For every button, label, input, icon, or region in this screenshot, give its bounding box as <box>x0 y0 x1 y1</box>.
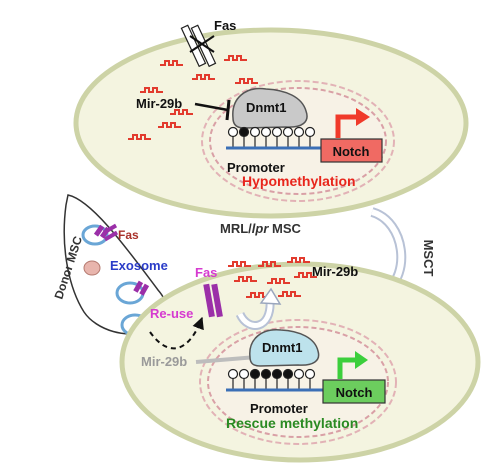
dnmt1-label-bottom: Dnmt1 <box>262 340 302 355</box>
cpg-site-top-unmethylated <box>271 126 283 138</box>
mrl-lpr-msc-label: MRL/lpr MSC <box>220 221 302 236</box>
fas-label-top: Fas <box>214 18 236 33</box>
mir29b-label-bottom-left: Mir-29b <box>141 354 187 369</box>
promoter-label-bottom: Promoter <box>250 401 308 416</box>
cpg-site-bottom-methylated <box>271 368 283 380</box>
cpg-site-bottom-unmethylated <box>304 368 316 380</box>
hypomethylation-label: Hypomethylation <box>242 173 356 189</box>
msct-label: MSCT <box>421 240 436 277</box>
transcription-arrow-bottom <box>337 357 356 379</box>
dnmt1-protein-top <box>232 87 308 129</box>
notch-label-bottom: Notch <box>336 385 373 400</box>
cpg-site-bottom-unmethylated <box>293 368 305 380</box>
cpg-site-top-unmethylated <box>260 126 272 138</box>
dnmt1-protein-bottom <box>249 329 320 367</box>
dnmt1-label-top: Dnmt1 <box>246 100 286 115</box>
notch-box-bottom <box>322 379 386 404</box>
notch-box-top <box>320 138 383 163</box>
donor-nucleus <box>83 260 101 276</box>
reuse-arrow <box>235 287 282 330</box>
reuse-label: Re-use <box>150 306 193 321</box>
fas-receptor-icon-bottom <box>203 283 223 318</box>
cpg-site-bottom-methylated <box>282 368 294 380</box>
transcription-arrow-top <box>335 114 357 138</box>
fas-icon-donor <box>102 223 119 242</box>
fas-label-donor: Fas <box>118 228 139 242</box>
cpg-site-bottom-methylated <box>249 368 261 380</box>
cpg-site-top-unmethylated <box>304 126 316 138</box>
promoter-label-top: Promoter <box>227 160 285 175</box>
bottom-nucleus-outer <box>199 319 397 445</box>
top-nucleus-outer <box>201 80 395 202</box>
fas-label-bottom: Fas <box>195 265 217 280</box>
cpg-site-bottom-unmethylated <box>227 368 239 380</box>
cpg-site-bottom-methylated <box>260 368 272 380</box>
cpg-site-bottom-unmethylated <box>238 368 250 380</box>
transcription-arrowhead-top <box>356 108 370 126</box>
exosome-label: Exosome <box>110 258 168 273</box>
rescue-methylation-label: Rescue methylation <box>226 415 358 431</box>
notch-label-top: Notch <box>333 144 370 159</box>
methylation-sites-top <box>227 126 316 148</box>
cpg-site-top-unmethylated <box>293 126 305 138</box>
mirna-squiggles-bottom <box>228 257 317 298</box>
inhibition-arrow-top <box>194 99 231 121</box>
mir29b-label-top: Mir-29b <box>136 96 182 111</box>
transcription-arrowhead-bottom <box>355 351 368 369</box>
cpg-site-top-methylated <box>238 126 250 138</box>
mir29b-grey-line <box>195 355 257 364</box>
methylation-sites-bottom <box>227 368 316 390</box>
fas-receptor-icon-top <box>180 24 217 68</box>
exosome-2 <box>115 280 150 305</box>
dashed-transfer-arrow <box>149 316 204 350</box>
mir29b-label-bottom-right: Mir-29b <box>312 264 358 279</box>
cpg-site-top-unmethylated <box>282 126 294 138</box>
cpg-site-top-unmethylated <box>227 126 239 138</box>
cpg-site-top-unmethylated <box>249 126 261 138</box>
